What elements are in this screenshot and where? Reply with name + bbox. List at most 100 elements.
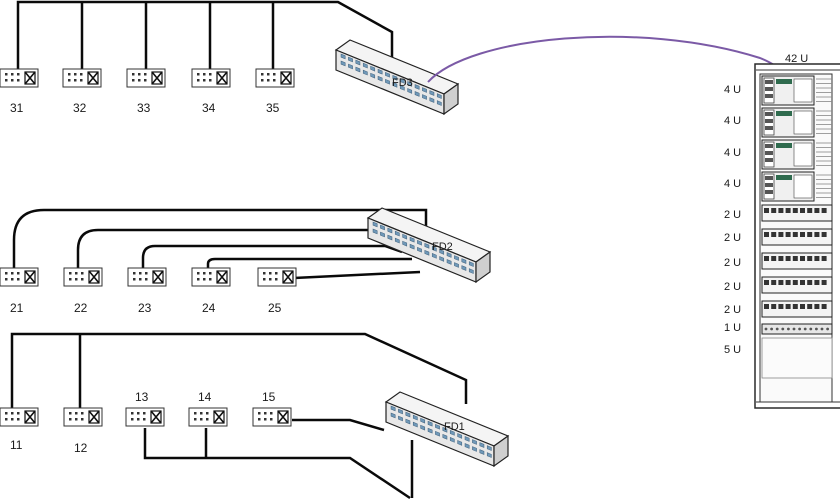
wall-outlet[interactable] xyxy=(255,68,295,88)
outlet-port-dot xyxy=(206,418,209,421)
rack-unit[interactable] xyxy=(761,139,832,170)
outlet-port-dot xyxy=(137,412,140,415)
outlet-port-dot xyxy=(137,418,140,421)
switch-port xyxy=(792,256,798,261)
outlet-port-dot xyxy=(139,278,142,281)
switch-port xyxy=(771,208,777,213)
rack-unit[interactable] xyxy=(761,337,833,379)
rack-unit-label: 2 U xyxy=(724,281,741,293)
hub-port xyxy=(362,62,368,69)
switch-port xyxy=(792,208,798,213)
wall-outlet[interactable] xyxy=(257,267,297,287)
outlet-port-dot xyxy=(203,73,206,76)
patch-port xyxy=(764,327,768,331)
rack-unit-label: 2 U xyxy=(724,257,741,269)
rack-unit[interactable] xyxy=(761,228,833,246)
wall-outlet[interactable] xyxy=(0,68,39,88)
switch-port xyxy=(800,304,805,309)
hub-port xyxy=(435,430,440,437)
wall-outlet[interactable] xyxy=(191,267,231,287)
wall-outlet[interactable] xyxy=(127,267,167,287)
outlet-port-dot xyxy=(11,79,14,82)
wall-outlet[interactable] xyxy=(126,68,166,88)
outlet-port-dot xyxy=(75,272,78,275)
rack-unit[interactable] xyxy=(761,300,833,318)
hub-port xyxy=(446,252,452,258)
outlet-jack-mark xyxy=(152,270,164,284)
drive-slot xyxy=(765,176,773,180)
outlet-port-dot xyxy=(209,79,212,82)
switch-port xyxy=(792,280,798,285)
outlet-port-dot xyxy=(203,272,206,275)
wall-outlet[interactable] xyxy=(125,407,165,427)
hub-port xyxy=(362,69,368,76)
outlet-jack-mark xyxy=(282,270,294,284)
hub-fd1 xyxy=(384,391,510,468)
wall-outlet[interactable] xyxy=(0,407,39,427)
hub-port xyxy=(420,424,426,431)
server-panel-led xyxy=(776,111,792,116)
hub-port xyxy=(472,439,477,445)
switch-port xyxy=(821,232,827,237)
hub-side-face xyxy=(443,82,459,116)
outlet-port-dot xyxy=(69,278,72,281)
hub-fd1-label: FD1 xyxy=(444,421,465,433)
drive-slot xyxy=(765,190,773,194)
rack-unit[interactable] xyxy=(761,276,833,294)
rack-unit[interactable] xyxy=(761,323,833,335)
outlet-port-dot xyxy=(5,278,8,281)
outlet-port-dot xyxy=(17,412,20,415)
rack-unit[interactable] xyxy=(761,204,833,222)
wall-outlet[interactable] xyxy=(0,267,39,287)
hub-port xyxy=(414,91,420,97)
switch-port xyxy=(771,304,777,309)
rack-unit[interactable] xyxy=(761,75,832,106)
outlet-label: 13 xyxy=(135,390,149,404)
outlet-port-dot xyxy=(138,79,141,82)
patch-port xyxy=(792,327,796,331)
wall-outlet[interactable] xyxy=(63,407,103,427)
patch-panel xyxy=(761,323,833,335)
hub-port xyxy=(355,59,361,66)
outlet-jack-mark xyxy=(213,410,225,424)
outlet-port-dot xyxy=(197,73,200,76)
rack-unit[interactable] xyxy=(761,171,832,202)
outlet-port-dot xyxy=(144,79,147,82)
patch-port xyxy=(770,327,773,331)
outlet-port-dot xyxy=(269,278,272,281)
rack-unit[interactable] xyxy=(761,107,832,138)
wall-outlet[interactable] xyxy=(191,68,231,88)
drive-slot xyxy=(765,183,773,187)
hub-port xyxy=(479,449,485,455)
server-front-panel xyxy=(793,142,813,167)
outlet-label: 25 xyxy=(268,301,282,315)
switch-port xyxy=(800,208,805,213)
wall-outlet[interactable] xyxy=(62,68,102,88)
hub-fd2 xyxy=(366,207,492,284)
wall-outlet[interactable] xyxy=(63,267,103,287)
hub-port xyxy=(436,93,442,99)
outlet-port-dot xyxy=(81,412,84,415)
hub-port xyxy=(417,239,422,246)
wall-outlet[interactable] xyxy=(252,407,292,427)
switch-port xyxy=(814,304,820,309)
outlet-port-dot xyxy=(131,418,134,421)
patch-port xyxy=(798,327,801,331)
outlet-jack-mark xyxy=(277,410,289,424)
switch-port xyxy=(771,256,777,261)
hub-side-face xyxy=(475,250,491,284)
server-front-panel xyxy=(793,78,813,103)
outlet-port-dot xyxy=(133,272,136,275)
wall-outlet[interactable] xyxy=(188,407,228,427)
hub-port xyxy=(431,253,437,259)
hub-port xyxy=(405,411,411,418)
hub-port xyxy=(429,90,435,96)
outlet-jack-mark xyxy=(151,71,163,85)
hub-port xyxy=(422,94,427,100)
outlet-port-dot xyxy=(194,412,197,415)
rack-unit[interactable] xyxy=(761,252,833,270)
outlet-jack-mark xyxy=(280,71,292,85)
server-front-panel xyxy=(793,110,813,135)
